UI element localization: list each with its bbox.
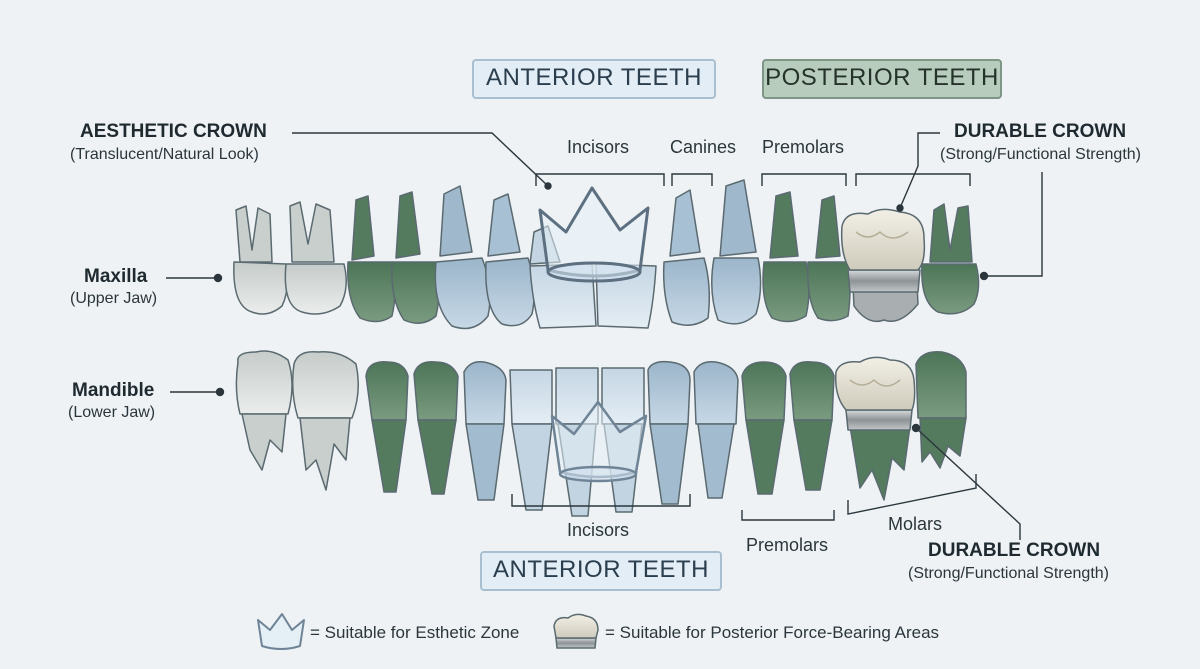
anterior-teeth-header-bottom: ANTERIOR TEETH: [480, 551, 722, 591]
aesthetic-crown-upper: [538, 186, 650, 283]
upper-premolars-label: Premolars: [762, 137, 845, 157]
upper-left-premolars: [347, 191, 440, 324]
lower-incisors-label: Incisors: [567, 520, 630, 540]
mandible-sublabel: (Lower Jaw): [68, 404, 156, 421]
aesthetic-crown-lower: [550, 400, 648, 483]
lower-right-canines: [647, 360, 739, 505]
crystal-crown-icon: [257, 613, 305, 650]
maxilla-sublabel: (Upper Jaw): [70, 290, 158, 307]
upper-left-molar-1: [233, 205, 289, 315]
upper-incisors-label: Incisors: [567, 137, 630, 157]
upper-jaw: [233, 179, 980, 330]
lower-premolars-label: Premolars: [746, 535, 829, 555]
maxilla-label: Maxilla: [84, 266, 148, 287]
legend-posterior-text: = Suitable for Posterior Force-Bearing A…: [605, 623, 940, 642]
aesthetic-crown-title: AESTHETIC CROWN: [80, 121, 267, 142]
durable-crown-title-top: DURABLE CROWN: [954, 121, 1127, 142]
porcelain-crown-icon: [553, 613, 599, 649]
brackets: [511, 173, 977, 521]
lower-left-canines: [463, 360, 507, 501]
legend-esthetic-text: = Suitable for Esthetic Zone: [310, 623, 520, 642]
lower-right-molar: [915, 351, 967, 469]
durable-crown-subtitle-bottom: (Strong/Functional Strength): [908, 565, 1109, 582]
upper-canines-label: Canines: [670, 137, 737, 157]
lower-right-premolars: [741, 361, 835, 495]
lower-molars-label: Molars: [888, 514, 943, 534]
durable-crown-title-bottom: DURABLE CROWN: [928, 540, 1101, 561]
posterior-teeth-header: POSTERIOR TEETH: [762, 59, 1002, 99]
upper-crowned-molar: [840, 208, 926, 323]
lower-jaw: [235, 350, 967, 517]
aesthetic-crown-subtitle: (Translucent/Natural Look): [70, 146, 259, 163]
lower-left-premolars: [365, 361, 459, 495]
mandible-label: Mandible: [72, 380, 155, 401]
leader-lines: [166, 132, 1043, 540]
lower-left-molar-2: [291, 351, 359, 491]
upper-right-canines: [662, 179, 762, 326]
durable-crown-subtitle-top: (Strong/Functional Strength): [940, 146, 1141, 163]
upper-right-premolars: [762, 191, 851, 323]
anterior-teeth-header-top: ANTERIOR TEETH: [472, 59, 716, 99]
upper-left-canines: [434, 185, 535, 330]
upper-left-molar-2: [284, 201, 347, 315]
lower-crowned-molar: [834, 356, 916, 501]
upper-right-molar: [921, 203, 980, 315]
lower-left-molar-1: [235, 350, 293, 471]
